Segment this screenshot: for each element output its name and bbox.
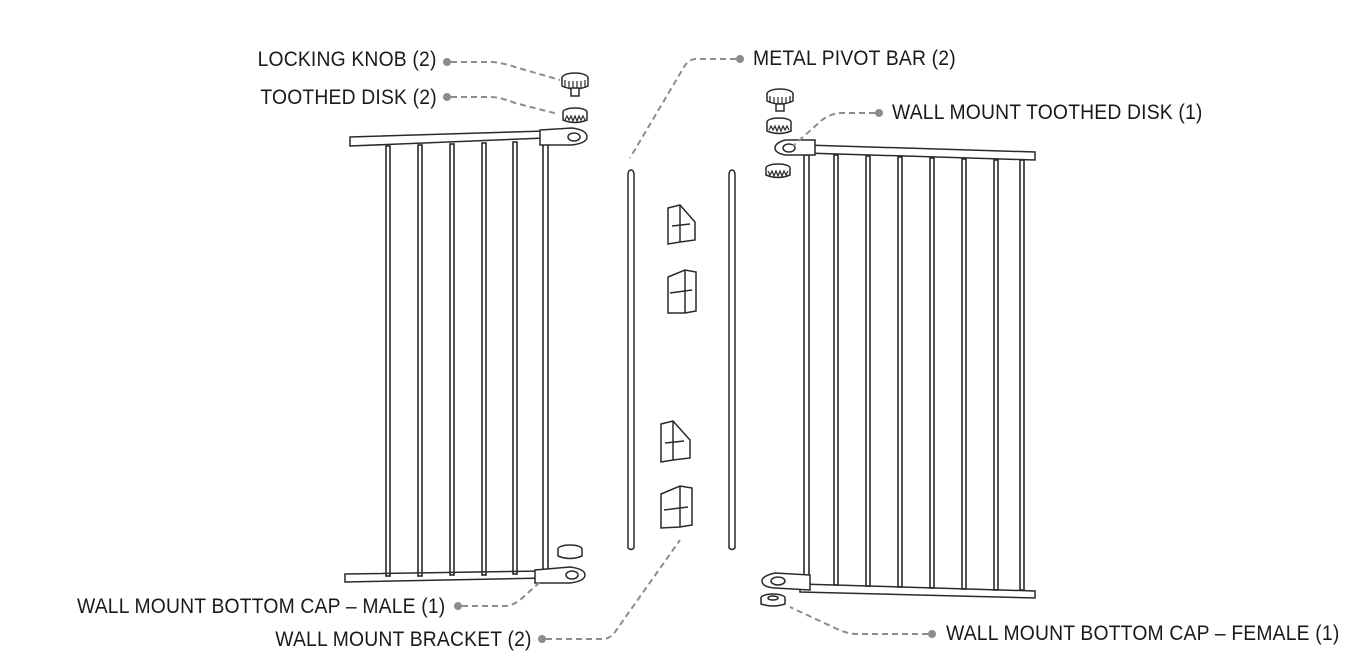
toothed-disk-right <box>766 117 792 135</box>
locking-knob-left <box>561 72 589 97</box>
right-vertical-bars <box>803 154 1025 591</box>
left-bottom-disk <box>557 544 583 560</box>
wall-mount-brackets <box>660 204 697 529</box>
right-bottom-hinge <box>761 572 811 591</box>
label-bottom-cap-female: WALL MOUNT BOTTOM CAP – FEMALE (1) <box>946 622 1340 645</box>
pivot-bar-left <box>627 169 635 551</box>
left-top-rail <box>349 130 546 147</box>
label-metal-pivot-bar: METAL PIVOT BAR (2) <box>753 47 956 70</box>
wall-mount-toothed-disk <box>765 163 791 179</box>
label-toothed-disk: TOOTHED DISK (2) <box>260 86 437 109</box>
wall-mount-bottom-cap-female <box>760 593 786 607</box>
right-bottom-rail <box>799 583 1036 599</box>
left-gate-panel <box>344 127 588 584</box>
left-bottom-rail <box>344 570 546 583</box>
metal-pivot-bars <box>627 169 736 551</box>
bracket-4 <box>660 485 693 529</box>
label-wall-mount-toothed-disk: WALL MOUNT TOOTHED DISK (1) <box>892 101 1203 124</box>
label-bottom-cap-male: WALL MOUNT BOTTOM CAP – MALE (1) <box>76 595 445 618</box>
bracket-2 <box>667 269 697 314</box>
right-gate-panel <box>761 139 1036 599</box>
toothed-disk-left <box>562 107 588 124</box>
right-top-rail <box>804 144 1036 161</box>
locking-knob-right <box>766 88 794 112</box>
label-wall-mount-bracket: WALL MOUNT BRACKET (2) <box>275 628 532 651</box>
bracket-1 <box>667 204 696 245</box>
bracket-3 <box>660 420 691 463</box>
pivot-bar-right <box>728 169 736 551</box>
leader-lines <box>443 55 936 643</box>
label-locking-knob: LOCKING KNOB (2) <box>257 48 437 71</box>
left-vertical-bars <box>385 139 549 577</box>
